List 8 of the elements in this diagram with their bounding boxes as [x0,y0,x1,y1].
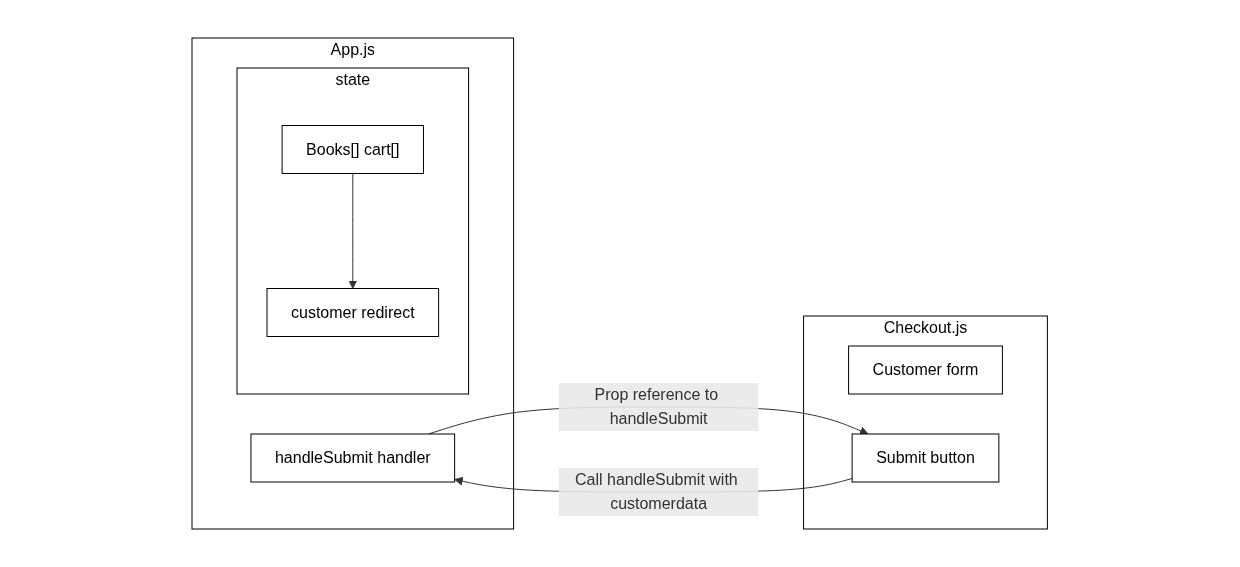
node-box: Books[] cart[] [281,125,425,174]
node-box: Submit button [851,433,1000,483]
node-box: handleSubmit handler [250,433,456,483]
node-box: Customer form [848,345,1004,395]
edge-label: Call handleSubmit with customerdata [575,471,739,512]
arrow [348,173,358,289]
node-box: customer redirect [266,288,440,337]
edge-label: Prop reference to handleSubmit [594,386,719,427]
